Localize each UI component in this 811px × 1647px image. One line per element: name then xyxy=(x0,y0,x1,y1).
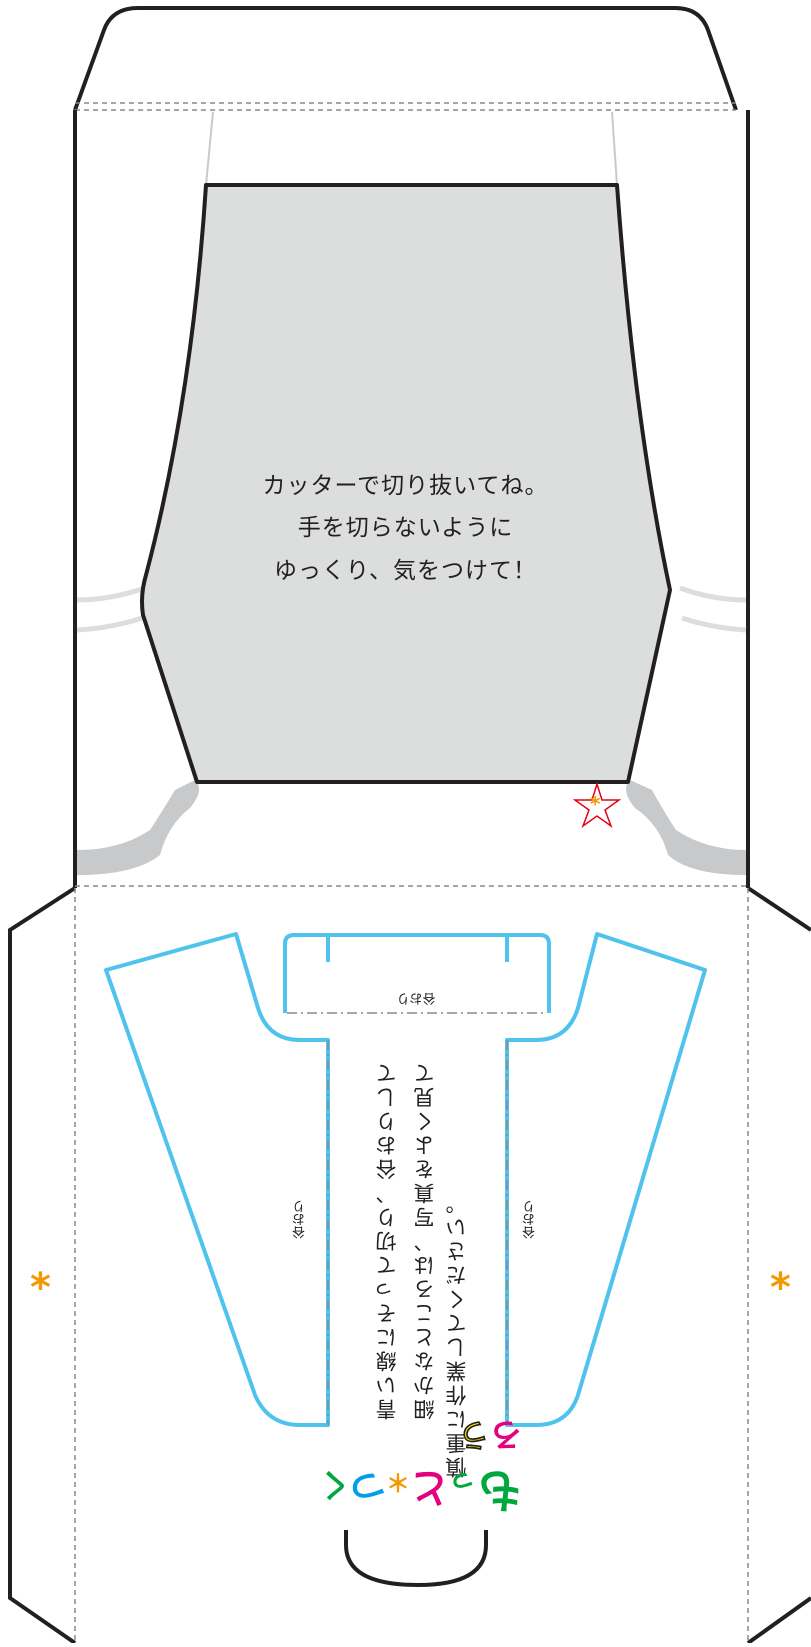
fold-label-top: 谷おり xyxy=(396,990,436,1005)
top-tab-outline xyxy=(73,6,738,111)
cutout-window xyxy=(140,183,672,784)
logo-char-3: と xyxy=(409,1464,450,1510)
shadow-curve-right xyxy=(679,585,747,633)
instruction-line-2: 手を切らないように xyxy=(297,515,514,541)
shadow-blob-left xyxy=(77,780,199,875)
lower-left-outline xyxy=(8,886,77,1645)
star-mark xyxy=(572,781,622,829)
logo-char-8: う xyxy=(457,1416,491,1455)
fold-label-right: 谷おり xyxy=(523,1200,538,1239)
guide-line-left xyxy=(205,111,214,186)
logo-char-4: ＊ xyxy=(385,1468,410,1496)
brand-logo: もっと＊つく ろう xyxy=(308,1416,522,1526)
logo-char-7: ろ xyxy=(489,1416,522,1454)
fold-label-left: 谷おり xyxy=(293,1200,308,1239)
handle-arc xyxy=(344,1530,488,1588)
template-text-column-2: 細かなところは、写真をよく見て xyxy=(413,1060,437,1420)
instruction-line-3: ゆっくり、気をつけて！ xyxy=(273,558,538,584)
lower-right-outline xyxy=(746,886,811,1645)
logo-char-2: っ xyxy=(449,1467,476,1497)
shadow-blob-right xyxy=(626,780,746,875)
instruction-line-1: カッターで切り抜いてね。 xyxy=(262,473,549,499)
logo-char-1: も xyxy=(476,1463,522,1517)
blue-cut-top-tab xyxy=(283,933,551,1013)
asterisk-mark-left: * xyxy=(30,1265,51,1311)
template-text-column-1: 青い線にそって切り、谷おりして xyxy=(375,1060,399,1420)
asterisk-mark-right: * xyxy=(770,1265,791,1311)
logo-char-6: く xyxy=(317,1466,350,1504)
guide-line-right xyxy=(611,111,618,186)
logo-char-5: つ xyxy=(349,1465,386,1506)
shadow-curve-left xyxy=(76,585,146,633)
star-asterisk-mark: * xyxy=(590,792,601,816)
